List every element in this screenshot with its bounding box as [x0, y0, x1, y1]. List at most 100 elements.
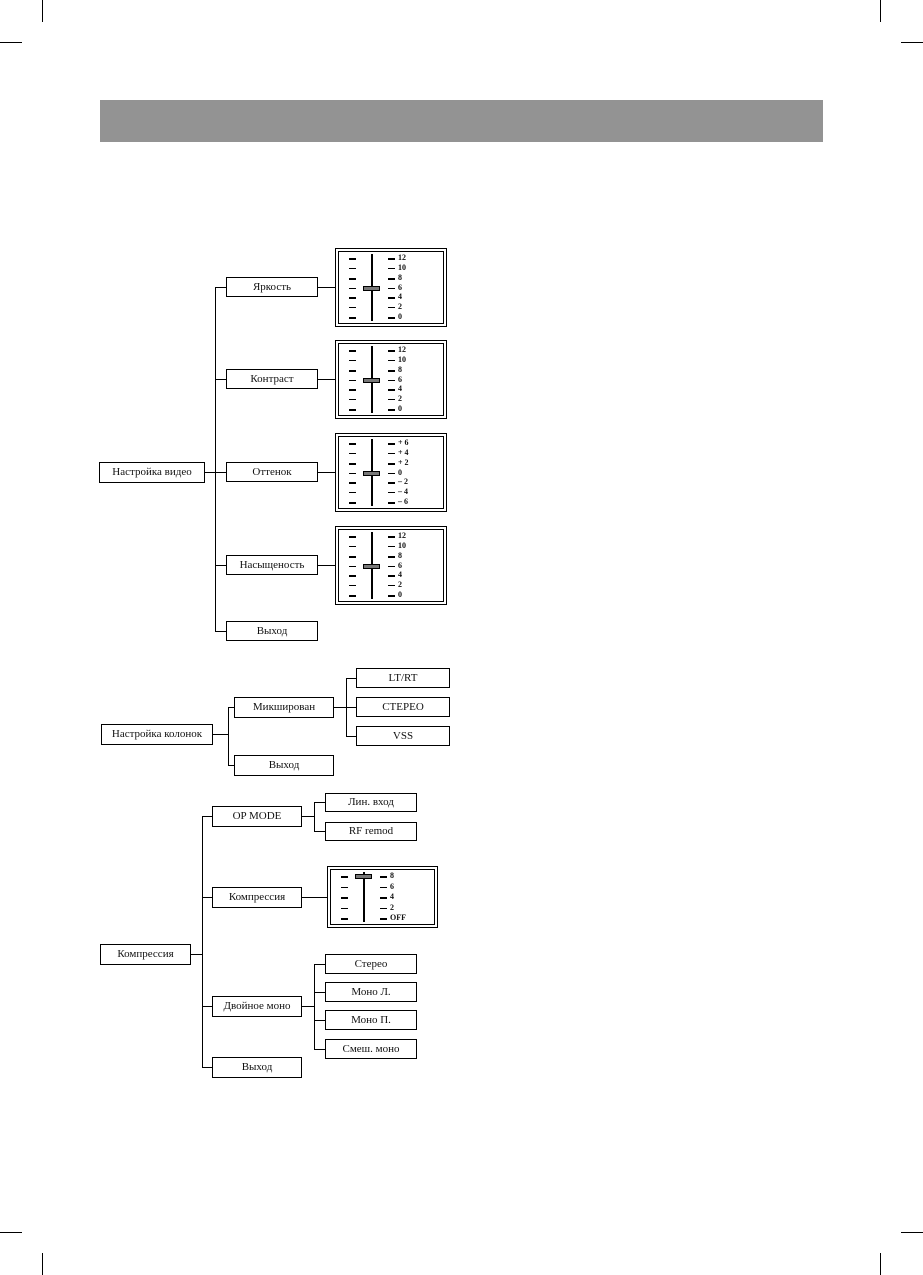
connector — [314, 992, 325, 993]
scale-label: 2 — [398, 580, 402, 589]
scale-tick — [388, 482, 395, 484]
dual-mono-option-mono-left[interactable]: Моно Л. — [325, 982, 417, 1002]
connector — [318, 287, 335, 288]
video-item-hue[interactable]: Оттенок — [226, 462, 318, 482]
mix-option-ltrt[interactable]: LT/RT — [356, 668, 450, 688]
connector — [334, 707, 346, 708]
slider-thumb[interactable] — [363, 286, 380, 291]
slider-thumb[interactable] — [363, 564, 380, 569]
speaker-settings-root[interactable]: Настройка колонок — [101, 724, 213, 745]
scale-label: 10 — [398, 263, 406, 272]
connector — [314, 831, 325, 832]
video-item-saturation[interactable]: Насыщеность — [226, 555, 318, 575]
connector — [202, 816, 203, 1068]
scale-tick — [388, 297, 395, 299]
connector — [215, 565, 226, 566]
scale-tick — [388, 536, 395, 538]
video-item-brightness[interactable]: Яркость — [226, 277, 318, 297]
scale-label: 6 — [390, 882, 394, 891]
scale-tick — [349, 278, 356, 280]
connector — [215, 472, 226, 473]
compression-root[interactable]: Компрессия — [100, 944, 191, 965]
speaker-item-exit[interactable]: Выход — [234, 755, 334, 776]
op-mode-option-line-in[interactable]: Лин. вход — [325, 793, 417, 812]
scale-tick — [341, 876, 348, 878]
video-item-contrast[interactable]: Контраст — [226, 369, 318, 389]
dual-mono-option-mono-right[interactable]: Моно П. — [325, 1010, 417, 1030]
scale-label: 2 — [390, 903, 394, 912]
scale-tick — [349, 389, 356, 391]
scale-tick — [388, 389, 395, 391]
scale-label: 2 — [398, 302, 402, 311]
scale-tick — [349, 317, 356, 319]
scale-label: – 4 — [398, 487, 408, 496]
connector — [215, 287, 216, 632]
scale-label: 10 — [398, 355, 406, 364]
slider-thumb[interactable] — [355, 874, 372, 879]
scale-tick — [388, 370, 395, 372]
compression-item-exit[interactable]: Выход — [212, 1057, 302, 1078]
scale-tick — [388, 453, 395, 454]
scale-label: 8 — [398, 551, 402, 560]
scale-label: – 2 — [398, 477, 408, 486]
connector — [314, 802, 325, 803]
connector — [346, 678, 356, 679]
crop-mark — [880, 1253, 881, 1275]
dual-mono-option-mixed-mono[interactable]: Смеш. моно — [325, 1039, 417, 1059]
connector — [191, 954, 202, 955]
scale-tick — [388, 278, 395, 280]
op-mode-option-rf-remod[interactable]: RF remod — [325, 822, 417, 841]
connector — [314, 964, 315, 1049]
connector — [346, 707, 356, 708]
video-item-exit[interactable]: Выход — [226, 621, 318, 641]
scale-tick — [388, 288, 395, 289]
connector — [228, 765, 234, 766]
video-settings-root[interactable]: Настройка видео — [99, 462, 205, 483]
scale-tick — [380, 918, 387, 920]
scale-tick — [349, 399, 356, 400]
connector — [318, 565, 335, 566]
scale-label: 6 — [398, 375, 402, 384]
connector — [202, 816, 212, 817]
scale-tick — [388, 409, 395, 411]
scale-tick — [349, 575, 356, 577]
scale-tick — [349, 409, 356, 411]
dual-mono-option-stereo[interactable]: Стерео — [325, 954, 417, 974]
connector — [302, 1006, 314, 1007]
mix-option-vss[interactable]: VSS — [356, 726, 450, 746]
compression-item-dual-mono[interactable]: Двойное моно — [212, 996, 302, 1017]
scale-tick — [388, 350, 395, 352]
compression-item-compression[interactable]: Компрессия — [212, 887, 302, 908]
scale-tick — [388, 556, 395, 558]
scale-tick — [349, 595, 356, 597]
scale-label: 0 — [398, 590, 402, 599]
speaker-item-mixed[interactable]: Микширован — [234, 697, 334, 718]
scale-label: 8 — [398, 273, 402, 282]
slider-thumb[interactable] — [363, 471, 380, 476]
scale-tick — [388, 463, 395, 465]
scale-tick — [349, 536, 356, 538]
compression-item-op-mode[interactable]: OP MODE — [212, 806, 302, 827]
connector — [302, 897, 327, 898]
scale-label: 10 — [398, 541, 406, 550]
scale-tick — [388, 307, 395, 308]
scale-label: 8 — [390, 871, 394, 880]
connector — [213, 734, 228, 735]
scale-tick — [380, 908, 387, 909]
scale-tick — [349, 556, 356, 558]
crop-mark — [0, 42, 22, 43]
mix-option-stereo[interactable]: СТЕРЕО — [356, 697, 450, 717]
connector — [215, 287, 226, 288]
scale-tick — [349, 463, 356, 465]
slider-thumb[interactable] — [363, 378, 380, 383]
scale-tick — [349, 566, 356, 567]
scale-label: 4 — [398, 570, 402, 579]
scale-tick — [388, 399, 395, 400]
scale-tick — [388, 546, 395, 547]
crop-mark — [901, 1232, 923, 1233]
